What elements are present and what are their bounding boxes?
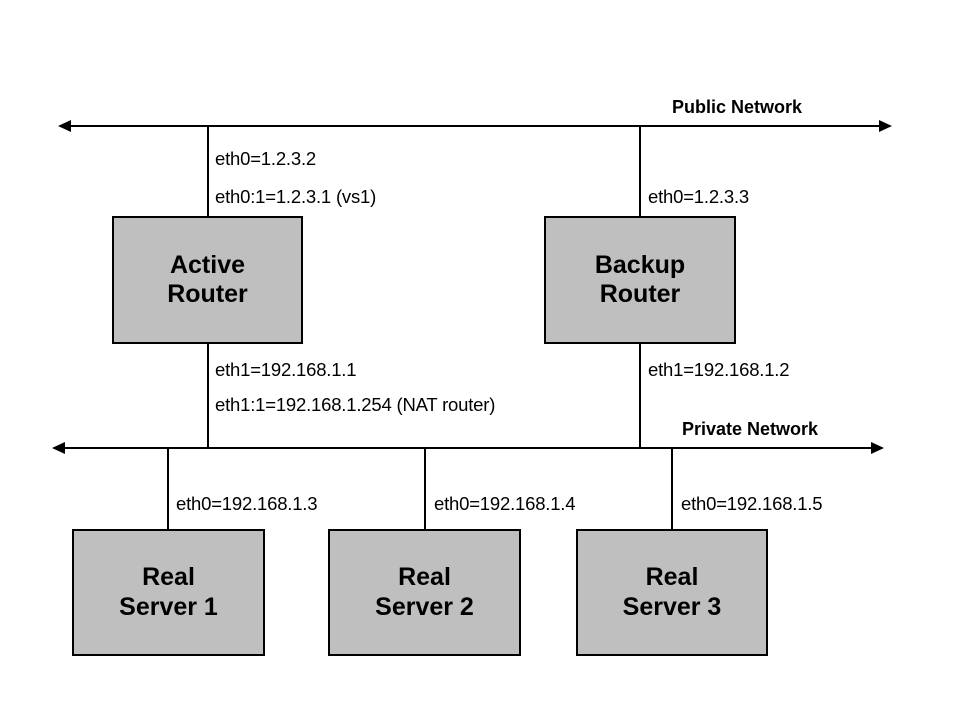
iface-label-backup-public-eth0: eth0=1.2.3.3 [648,186,749,207]
iface-label-active-private-eth1-1: eth1:1=192.168.1.254 (NAT router) [215,394,496,415]
iface-label-backup-private-eth1: eth1=192.168.1.2 [648,359,790,380]
iface-label-active-public-eth0: eth0=1.2.3.2 [215,148,316,169]
node-real-server-2-line2: Server 2 [375,592,474,621]
iface-label-real-server-2-eth0: eth0=192.168.1.4 [434,493,576,514]
iface-label-active-private-eth1: eth1=192.168.1.1 [215,359,357,380]
node-real-server-3[interactable]: Real Server 3 [576,529,768,656]
node-real-server-2[interactable]: Real Server 2 [328,529,521,656]
node-real-server-3-line2: Server 3 [622,592,722,621]
node-backup-router[interactable]: Backup Router [544,216,736,344]
iface-label-real-server-1-eth0: eth0=192.168.1.3 [176,493,318,514]
iface-label-real-server-3-eth0: eth0=192.168.1.5 [681,493,823,514]
node-real-server-1[interactable]: Real Server 1 [72,529,265,656]
iface-label-active-public-eth0-1: eth0:1=1.2.3.1 (vs1) [215,186,377,207]
node-active-router-line2: Router [167,280,248,308]
private-network-label: Private Network [682,419,819,439]
node-real-server-2-line1: Real [398,563,451,592]
node-backup-router-line1: Backup [594,250,686,279]
public-network-label: Public Network [672,97,803,117]
node-backup-router-line2: Router [599,280,681,308]
node-real-server-1-line1: Real [142,563,195,592]
node-active-router-line1: Active [169,250,246,279]
node-real-server-1-line2: Server 1 [119,592,218,621]
node-real-server-3-line1: Real [645,563,699,592]
node-active-router[interactable]: Active Router [112,216,303,344]
